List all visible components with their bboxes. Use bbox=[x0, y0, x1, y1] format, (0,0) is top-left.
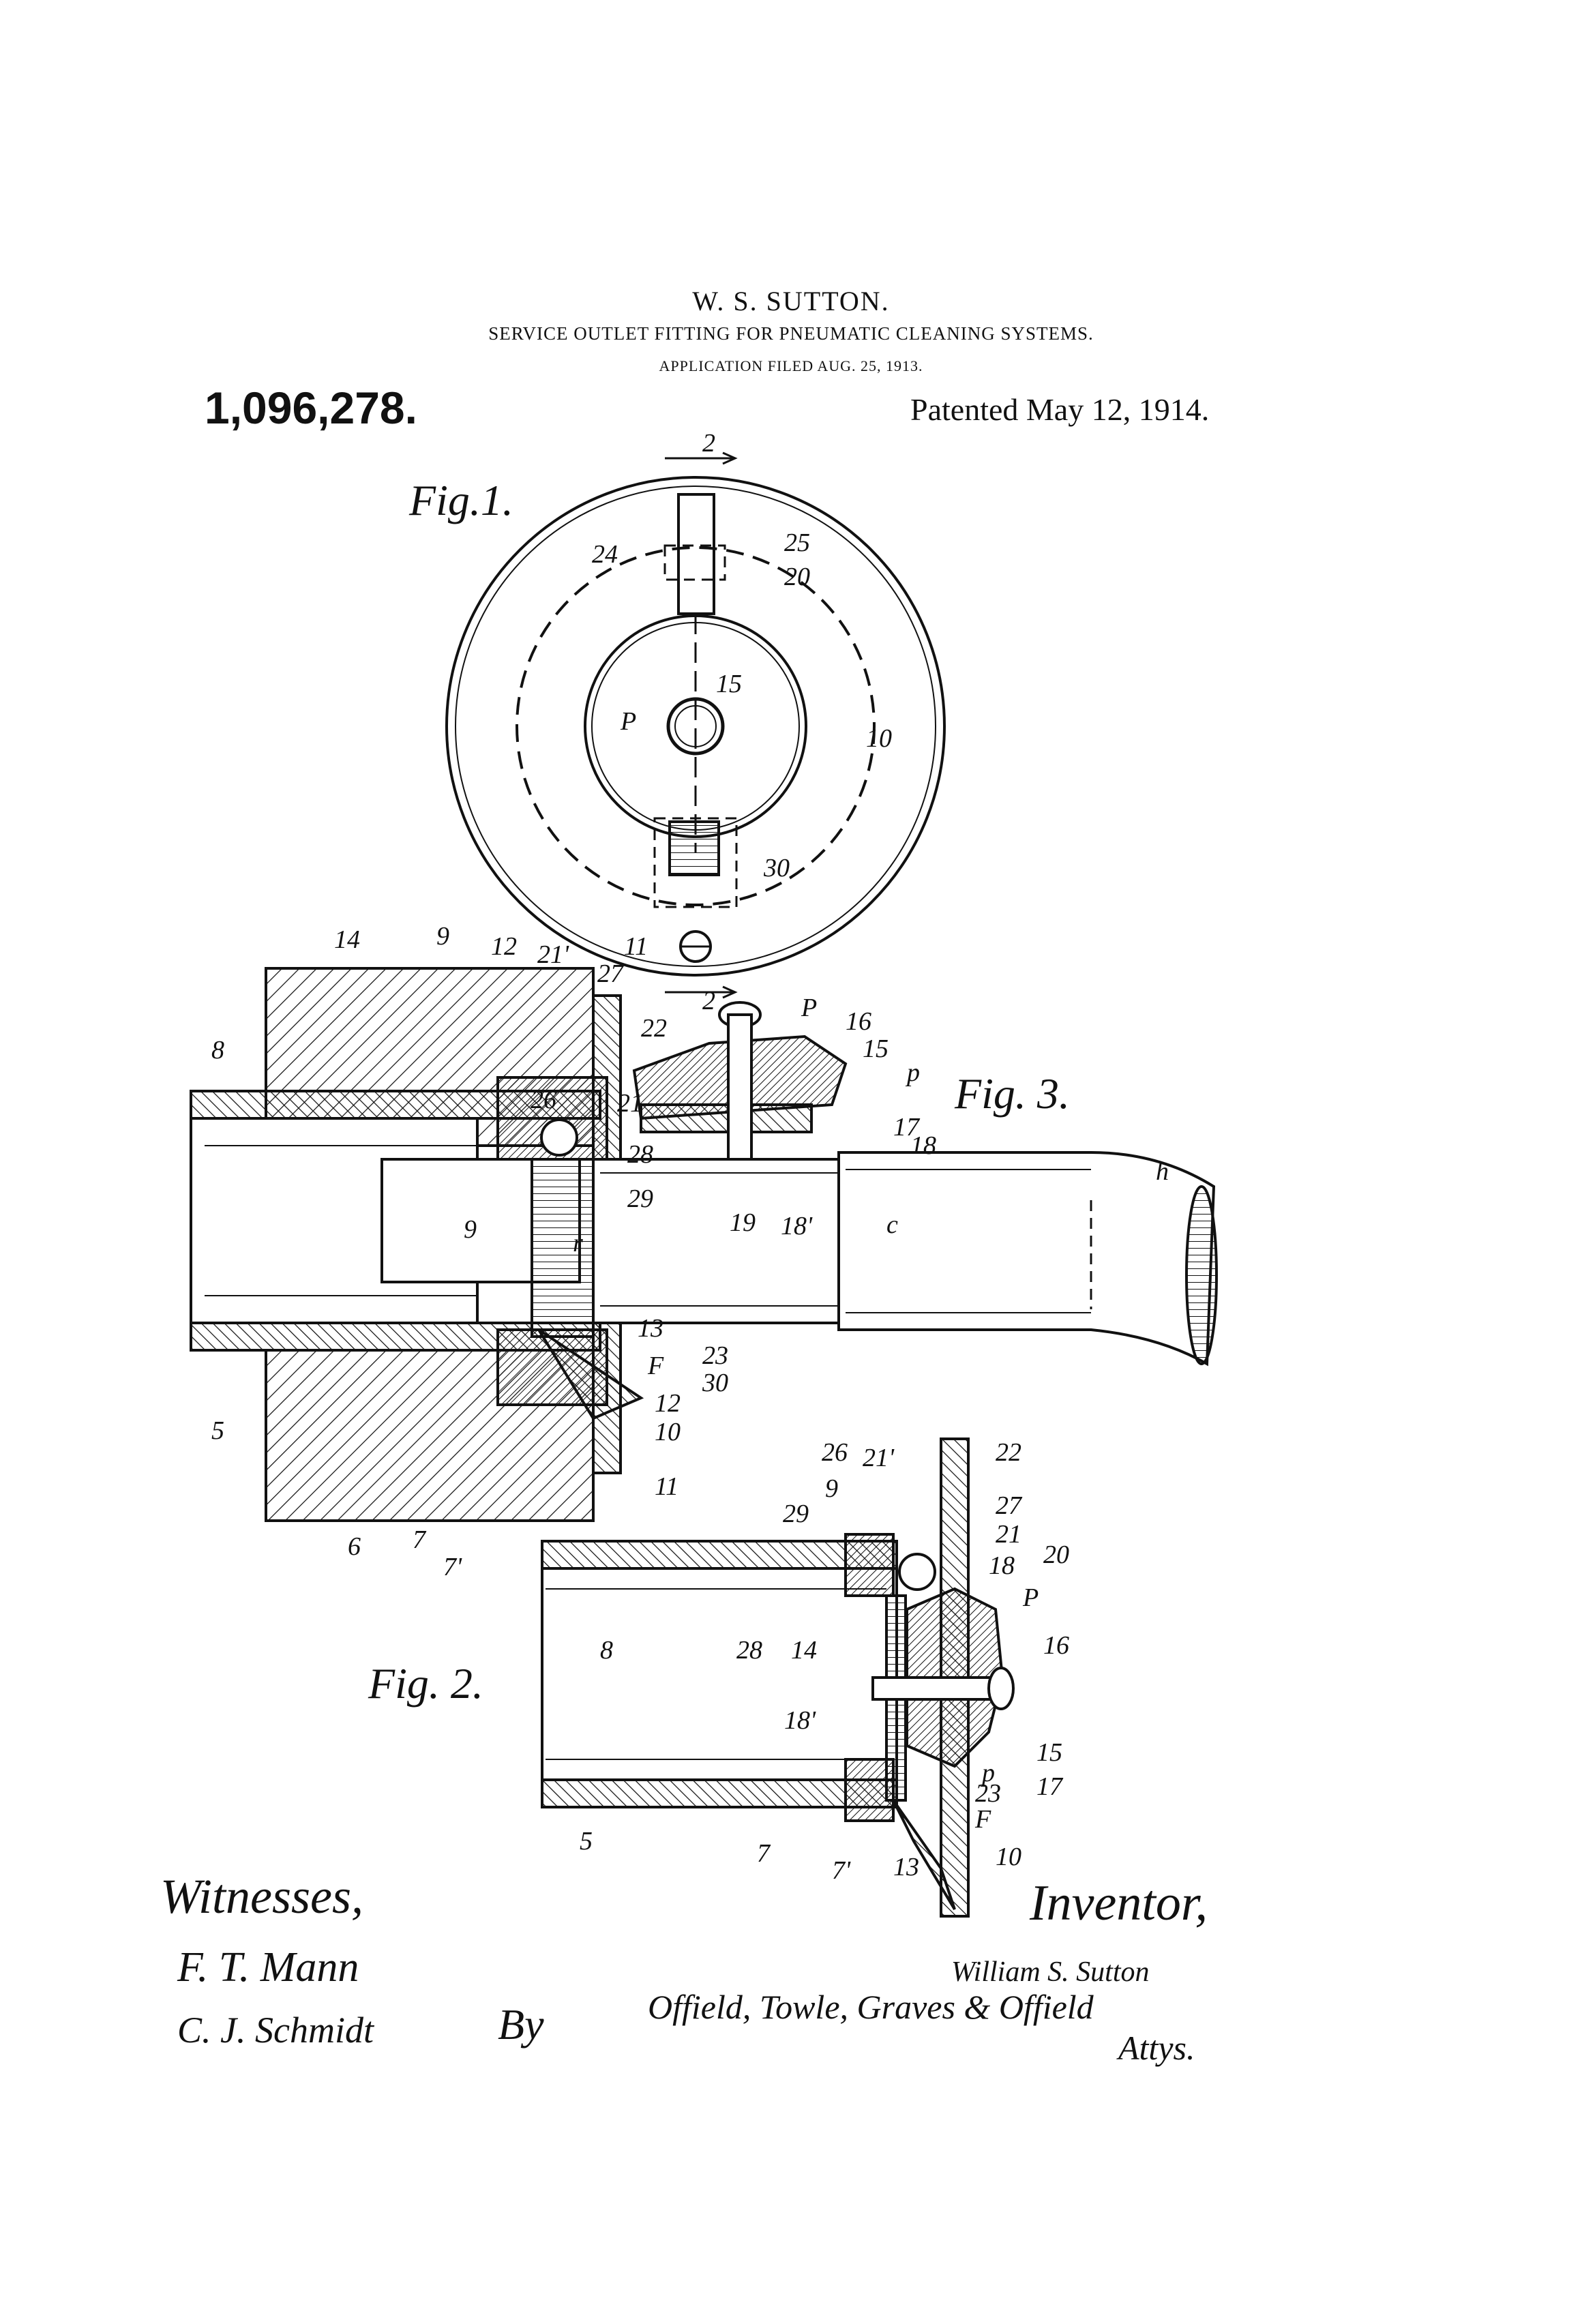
fig1-section-mark-bottom: 2 bbox=[702, 987, 715, 1015]
fig2-ref-F: F bbox=[974, 1805, 991, 1834]
fig2-ref-7: 7 bbox=[757, 1839, 771, 1868]
fig3-ref-15: 15 bbox=[863, 1034, 889, 1063]
fig3-ref-7: 7 bbox=[413, 1525, 427, 1554]
fig2-ref-21p: 21' bbox=[863, 1444, 895, 1472]
fig1-ref-15: 15 bbox=[716, 670, 742, 698]
fig3-ref-10: 10 bbox=[655, 1418, 681, 1446]
inventor-label: Inventor, bbox=[1029, 1875, 1208, 1931]
fig3-ref-8: 8 bbox=[211, 1036, 224, 1064]
fig3-ref-14: 14 bbox=[334, 925, 360, 954]
fig3-ref-18p: 18' bbox=[781, 1212, 813, 1240]
by-label: By bbox=[498, 2000, 544, 2049]
fig3-ref-c: c bbox=[886, 1210, 898, 1239]
fig3-ref-13: 13 bbox=[638, 1314, 663, 1343]
fig2-title: Fig. 2. bbox=[368, 1659, 483, 1708]
figure-1-labels: Fig.1. 2 24 25 20 15 P 10 30 11 2 bbox=[408, 429, 892, 1015]
witness-1-signature: F. T. Mann bbox=[177, 1944, 359, 1991]
fig2-ref-18: 18 bbox=[989, 1551, 1015, 1580]
fig2-ref-28: 28 bbox=[736, 1636, 762, 1665]
fig1-ref-25: 25 bbox=[784, 528, 810, 557]
fig2-ref-7p: 7' bbox=[832, 1856, 851, 1885]
fig3-ref-5: 5 bbox=[211, 1416, 224, 1445]
fig1-ref-30: 30 bbox=[763, 854, 790, 882]
fig3-ref-P: P bbox=[801, 994, 817, 1022]
fig2-ref-27: 27 bbox=[996, 1491, 1023, 1520]
attorneys-signature: Offield, Towle, Graves & Offield bbox=[648, 1988, 1094, 2026]
witness-2-signature: C. J. Schmidt bbox=[177, 2010, 375, 2051]
fig1-ref-10: 10 bbox=[866, 724, 892, 753]
fig2-ref-P: P bbox=[1022, 1583, 1039, 1612]
fig3-ref-16: 16 bbox=[846, 1007, 871, 1036]
fig3-ref-r: r bbox=[573, 1229, 583, 1257]
fig3-ref-12: 12 bbox=[491, 932, 517, 961]
fig2-ref-20: 20 bbox=[1043, 1540, 1069, 1569]
fig2-ref-29: 29 bbox=[783, 1500, 809, 1528]
fig2-ref-21: 21 bbox=[996, 1520, 1021, 1549]
fig3-ref-30: 30 bbox=[702, 1369, 728, 1397]
fig3-ref-9b: 9 bbox=[464, 1215, 477, 1244]
fig2-ref-22: 22 bbox=[996, 1438, 1021, 1467]
fig2-ref-15: 15 bbox=[1036, 1738, 1062, 1767]
fig3-ref-p: p bbox=[905, 1058, 920, 1087]
attys-label: Attys. bbox=[1116, 2029, 1195, 2067]
fig1-title: Fig.1. bbox=[408, 476, 513, 524]
fig2-ref-8: 8 bbox=[600, 1636, 613, 1665]
fig3-ref-26: 26 bbox=[531, 1086, 556, 1114]
fig1-ref-24: 24 bbox=[592, 540, 618, 569]
fig3-ref-29: 29 bbox=[627, 1185, 653, 1213]
witnesses-label: Witnesses, bbox=[160, 1869, 363, 1924]
fig2-ref-9: 9 bbox=[825, 1474, 838, 1503]
fig3-ref-19: 19 bbox=[730, 1208, 756, 1237]
fig1-section-mark-top: 2 bbox=[702, 429, 715, 458]
fig2-ref-5: 5 bbox=[580, 1827, 593, 1856]
fig3-ref-21p: 21' bbox=[537, 940, 569, 969]
fig3-ref-11: 11 bbox=[655, 1472, 678, 1501]
fig2-ref-10: 10 bbox=[996, 1843, 1021, 1871]
fig2-ref-17: 17 bbox=[1036, 1772, 1064, 1801]
fig1-ref-20: 20 bbox=[784, 563, 810, 591]
fig3-ref-F: F bbox=[647, 1352, 664, 1380]
fig3-ref-18: 18 bbox=[910, 1131, 936, 1160]
fig3-ref-9: 9 bbox=[436, 922, 449, 951]
fig3-ref-h: h bbox=[1156, 1157, 1169, 1186]
inventor-signature: William S. Sutton bbox=[951, 1956, 1150, 1988]
fig3-ref-6: 6 bbox=[348, 1532, 361, 1561]
fig2-ref-13: 13 bbox=[893, 1853, 919, 1881]
fig2-ref-18p: 18' bbox=[784, 1706, 816, 1735]
fig3-ref-7p: 7' bbox=[443, 1553, 462, 1581]
fig2-ref-14: 14 bbox=[791, 1636, 817, 1665]
signature-block: Witnesses, F. T. Mann C. J. Schmidt By O… bbox=[160, 1869, 1208, 2067]
fig3-ref-23: 23 bbox=[702, 1341, 728, 1370]
fig2-ref-16: 16 bbox=[1043, 1631, 1069, 1660]
figure-3 bbox=[191, 968, 1217, 1521]
fig1-ref-P: P bbox=[620, 707, 636, 736]
figure-2 bbox=[542, 1439, 1013, 1916]
fig1-ref-11: 11 bbox=[624, 932, 648, 961]
fig2-ref-23: 23 bbox=[975, 1779, 1001, 1808]
fig3-ref-21: 21 bbox=[617, 1089, 643, 1118]
fig3-ref-12b: 12 bbox=[655, 1389, 681, 1418]
fig3-ref-28: 28 bbox=[627, 1140, 653, 1169]
fig2-ref-26: 26 bbox=[822, 1438, 848, 1467]
fig3-ref-27: 27 bbox=[597, 959, 625, 988]
fig3-title: Fig. 3. bbox=[954, 1069, 1070, 1118]
fig3-ref-22: 22 bbox=[641, 1014, 667, 1043]
